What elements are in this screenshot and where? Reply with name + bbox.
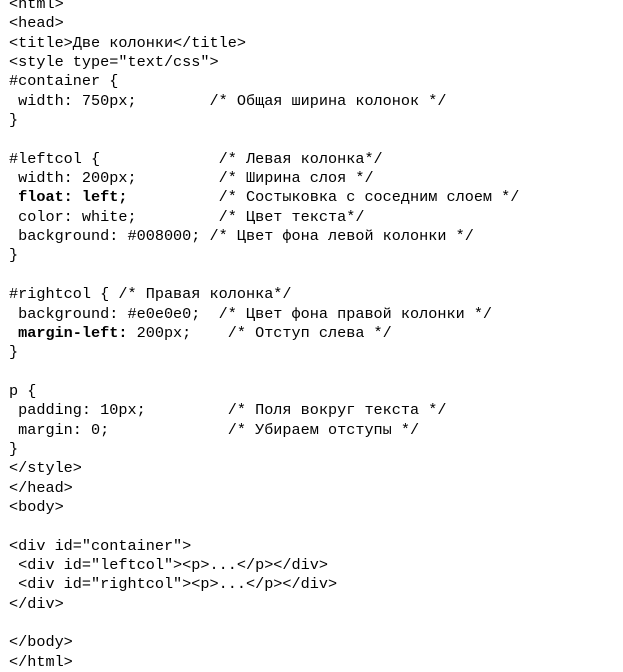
code-bold-keyword: margin-left: — [9, 323, 128, 342]
code-line — [9, 363, 519, 382]
code-line-rest: /* Состыковка с соседним слоем */ — [127, 188, 520, 207]
code-line: width: 200px; /* Ширина слоя */ — [9, 169, 374, 188]
code-line: margin-left: 200px; /* Отступ слева */ — [9, 324, 519, 343]
code-line: background: #e0e0e0; /* Цвет фона правой… — [9, 304, 493, 323]
code-line: <div id="container"> — [9, 536, 192, 555]
code-line — [9, 266, 519, 285]
code-line: color: white; /* Цвет текста*/ — [9, 207, 365, 226]
code-line: <body> — [9, 497, 64, 516]
code-line — [9, 130, 519, 149]
code-line-rest: 200px; /* Отступ слева */ — [127, 323, 392, 342]
code-line: p { — [9, 381, 37, 400]
code-line: </body> — [9, 633, 73, 652]
code-line: #leftcol { /* Левая колонка*/ — [9, 149, 383, 168]
code-line: padding: 10px; /* Поля вокруг текста */ — [9, 401, 447, 420]
code-line: <html> — [9, 0, 64, 13]
code-line: width: 750px; /* Общая ширина колонок */ — [9, 91, 447, 110]
code-line: </style> — [9, 459, 82, 478]
code-line: <div id="leftcol"><p>...</p></div> — [9, 555, 328, 574]
code-line: <head> — [9, 14, 64, 33]
code-line: } — [9, 343, 19, 362]
code-line: <div id="rightcol"><p>...</p></div> — [9, 575, 338, 594]
code-line: <title>Две колонки</title> — [9, 33, 246, 52]
code-bold-keyword: float: left; — [9, 188, 128, 207]
code-line — [9, 517, 519, 536]
code-line: background: #008000; /* Цвет фона левой … — [9, 227, 474, 246]
code-line: } — [9, 246, 19, 265]
code-listing: <html><head><title>Две колонки</title><s… — [9, 0, 519, 672]
code-line: } — [9, 111, 19, 130]
code-line: </html> — [9, 652, 73, 671]
code-line: margin: 0; /* Убираем отступы */ — [9, 420, 420, 439]
code-line: } — [9, 439, 19, 458]
code-line: #rightcol { /* Правая колонка*/ — [9, 285, 292, 304]
code-line: </head> — [9, 478, 73, 497]
code-line: float: left; /* Состыковка с соседним сл… — [9, 188, 519, 207]
code-line — [9, 614, 519, 633]
code-line: #container { — [9, 72, 119, 91]
code-line: </div> — [9, 594, 64, 613]
code-line: <style type="text/css"> — [9, 53, 219, 72]
